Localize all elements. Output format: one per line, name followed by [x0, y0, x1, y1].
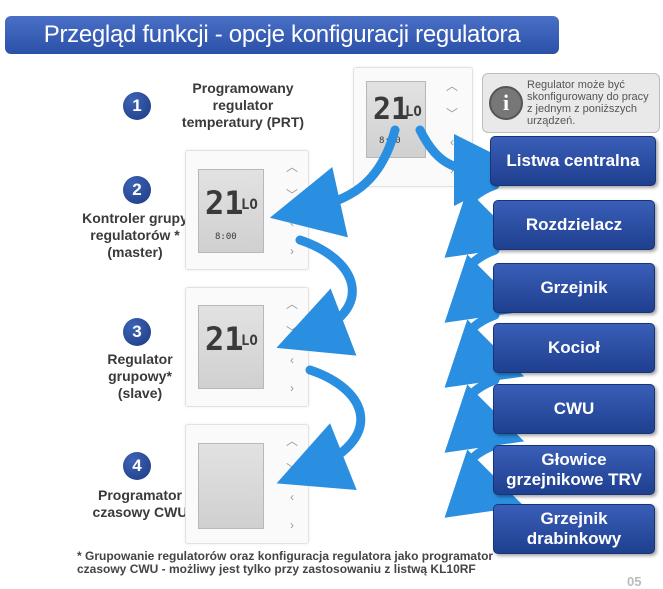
step-3-label: Regulator grupowy* (slave): [85, 351, 195, 402]
arrow-list-4: [444, 375, 525, 453]
step-3-badge: 3: [123, 318, 151, 346]
thermostat-screen: 21 LO 8:00: [366, 81, 426, 158]
thermostat-screen: 21 LO: [198, 305, 264, 389]
temperature-decimal: LO: [241, 333, 258, 349]
tag-cwu: CWU: [493, 384, 655, 434]
thermostat-screen: 21 LO 8:00: [198, 169, 264, 253]
arrow-list-2: [444, 245, 525, 323]
tag-glowice-trv: Głowice grzejnikowe TRV: [493, 445, 655, 495]
temperature-decimal: LO: [241, 197, 258, 213]
step-2-label: Kontroler grupy regulatorów * (master): [75, 210, 195, 261]
up-icon[interactable]: ︿: [446, 79, 459, 93]
step-2-label-line-3: (master): [107, 244, 163, 260]
thermostat-screen-blank: [198, 443, 264, 529]
info-box: i Regulator może być skonfigurowany do p…: [482, 73, 660, 133]
right-icon[interactable]: ›: [290, 518, 294, 532]
arrow-3-to-4: [276, 365, 366, 491]
thermostat-buttons: ︿ ﹀ ‹ ›: [446, 72, 458, 184]
step-1-badge: 1: [123, 92, 151, 120]
arrow-to-list: [415, 125, 526, 206]
info-icon: i: [489, 86, 523, 120]
step-1-label: Programowany regulator temperatury (PRT): [168, 80, 318, 131]
step-4-label: Programator czasowy CWU: [85, 487, 195, 521]
step-1-label-line-3: temperatury (PRT): [181, 114, 305, 130]
step-2-badge: 2: [123, 176, 151, 204]
step-4-badge: 4: [123, 452, 151, 480]
left-icon[interactable]: ‹: [290, 353, 294, 367]
time-readout: 8:00: [215, 232, 237, 242]
arrow-list-3: [444, 310, 525, 388]
tag-grzejnik-drabinkowy: Grzejnik drabinkowy: [493, 504, 655, 554]
tag-kociol: Kocioł: [493, 323, 655, 373]
right-icon[interactable]: ›: [290, 244, 294, 258]
footnote-line-2: czasowy CWU - możliwy jest tylko przy za…: [77, 562, 476, 576]
page-number: 05: [627, 574, 642, 589]
step-4-label-line-2: czasowy CWU: [92, 504, 188, 520]
arrow-1-to-2: [269, 125, 400, 238]
temperature-decimal: LO: [405, 104, 422, 120]
arrow-2-to-3: [276, 235, 357, 356]
thermostat-device-prt: 21 LO 8:00 ︿ ﹀ ‹ ›: [353, 67, 473, 187]
step-1-label-line-2: regulator: [212, 97, 274, 113]
step-3-label-line-1: Regulator: [107, 351, 173, 367]
step-1-label-line-1: Programowany: [192, 80, 294, 96]
tag-listwa-centralna: Listwa centralna: [490, 136, 656, 186]
footnote-line-1: * Grupowanie regulatorów oraz konfigurac…: [77, 549, 494, 563]
left-icon[interactable]: ‹: [450, 135, 454, 149]
temperature-digits: 21: [205, 320, 244, 358]
footnote: * Grupowanie regulatorów oraz konfigurac…: [77, 550, 493, 576]
arrow-list-5: [444, 440, 525, 518]
temperature-digits: 21: [373, 92, 410, 127]
step-2-label-line-1: Kontroler grupy: [82, 210, 188, 226]
step-3-label-line-3: (slave): [117, 385, 163, 401]
temperature-digits: 21: [205, 184, 244, 222]
step-2-label-line-2: regulatorów *: [90, 227, 180, 243]
step-4-label-line-1: Programator: [97, 487, 183, 503]
thermostat-device-slave: 21 LO ︿ ﹀ ‹ ›: [185, 287, 309, 407]
right-icon[interactable]: ›: [290, 381, 294, 395]
step-3-label-line-2: grupowy*: [108, 368, 172, 384]
down-icon[interactable]: ﹀: [446, 107, 459, 121]
page-title: Przegląd funkcji - opcje konfiguracji re…: [5, 16, 559, 54]
left-icon[interactable]: ‹: [290, 490, 294, 504]
arrow-list-1: [444, 180, 525, 258]
info-text: Regulator może być skonfigurowany do pra…: [527, 79, 649, 127]
tag-grzejnik: Grzejnik: [493, 263, 655, 313]
tag-rozdzielacz: Rozdzielacz: [493, 200, 655, 250]
